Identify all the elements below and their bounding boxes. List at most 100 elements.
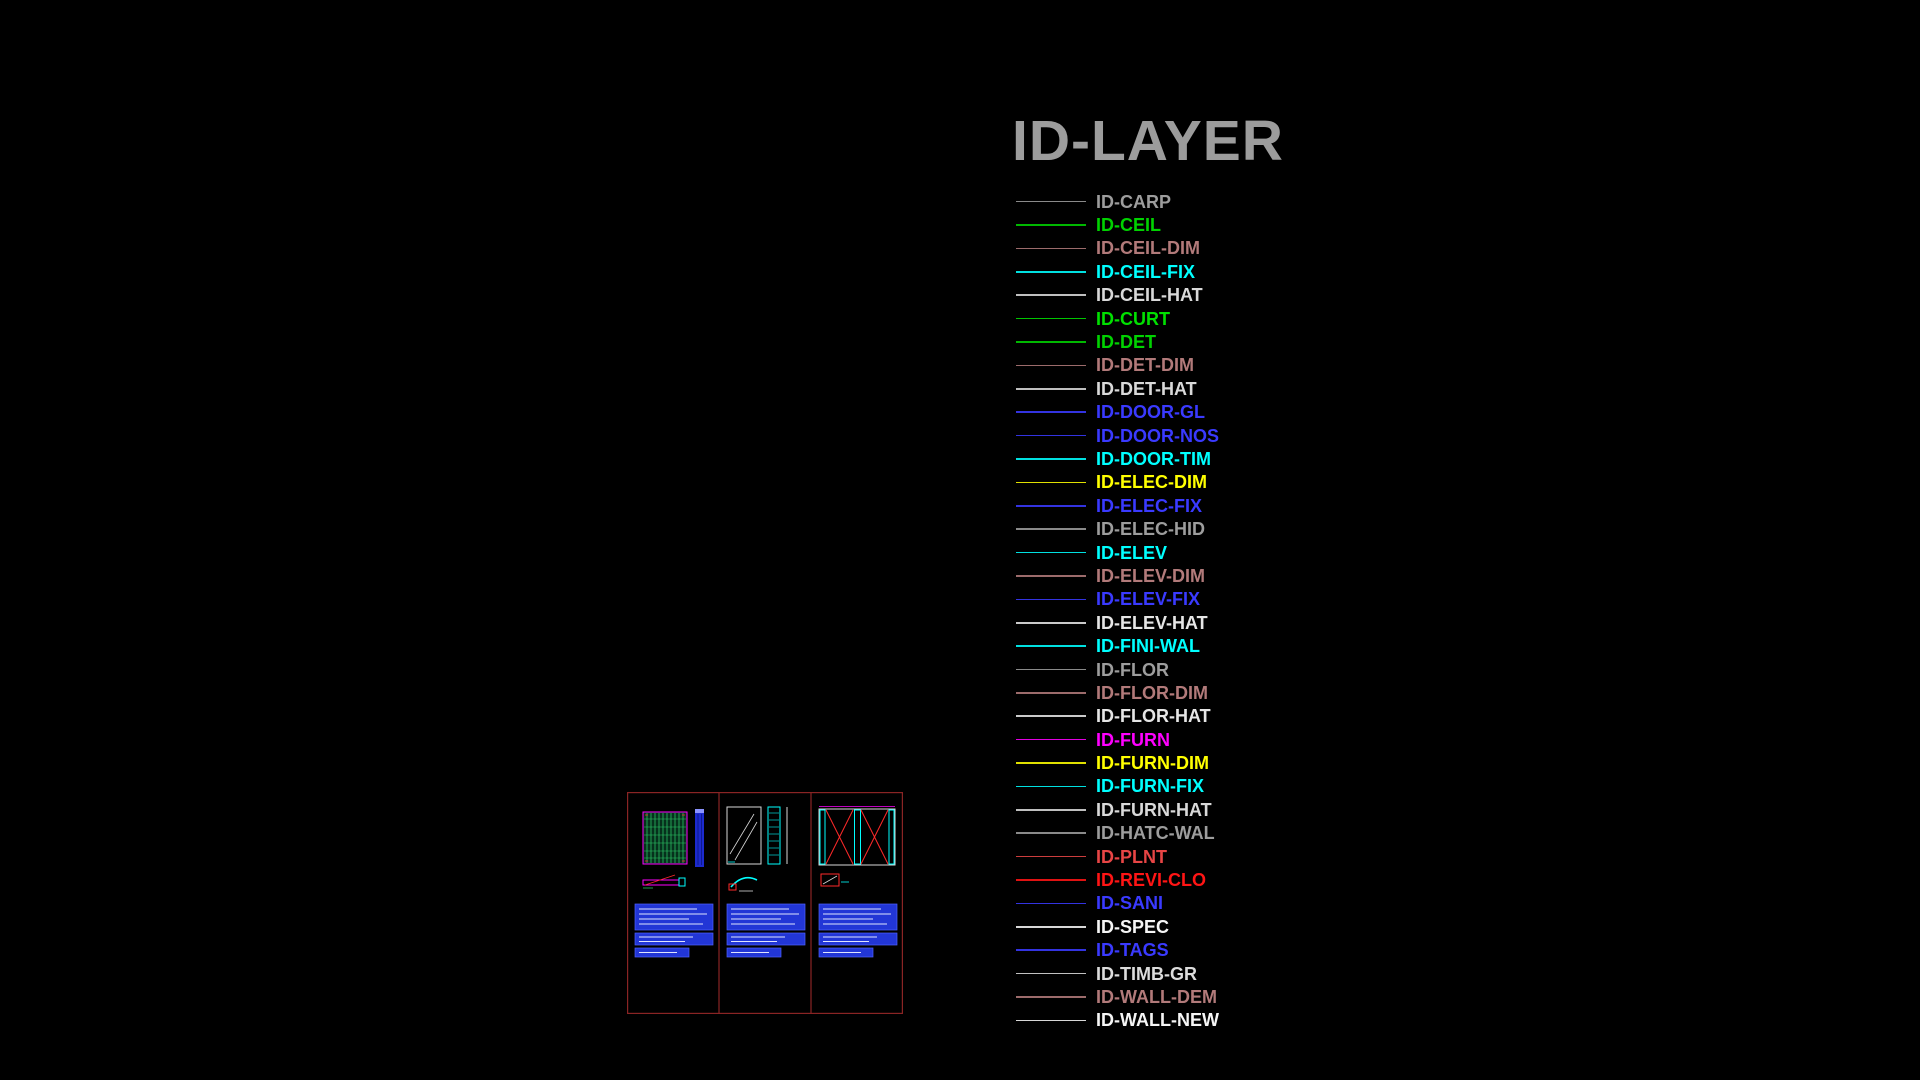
layer-row: ID-ELEV-FIX — [1016, 588, 1219, 611]
layer-name: ID-ELEC-DIM — [1096, 472, 1207, 493]
layer-color-line — [1016, 996, 1086, 998]
layer-name: ID-CEIL-DIM — [1096, 238, 1200, 259]
layer-row: ID-ELEV — [1016, 541, 1219, 564]
layer-name: ID-ELEC-FIX — [1096, 495, 1202, 516]
layer-name: ID-CURT — [1096, 308, 1170, 329]
layer-name: ID-HATC-WAL — [1096, 823, 1215, 844]
layer-color-line — [1016, 879, 1086, 881]
layer-name: ID-DOOR-GL — [1096, 402, 1205, 423]
layer-color-line — [1016, 388, 1086, 390]
layer-row: ID-TIMB-GR — [1016, 962, 1219, 985]
layer-name: ID-WALL-NEW — [1096, 1010, 1219, 1031]
layer-color-line — [1016, 926, 1086, 928]
cabinet-front-drawing — [642, 811, 688, 865]
layer-row: ID-WALL-DEM — [1016, 985, 1219, 1008]
layer-color-line — [1016, 621, 1086, 624]
layer-color-line — [1016, 551, 1086, 554]
panel-1-details — [634, 809, 714, 958]
layer-name: ID-CEIL — [1096, 215, 1161, 236]
layer-color-line — [1016, 692, 1086, 694]
layer-row: ID-ELEV-DIM — [1016, 564, 1219, 587]
layer-name: ID-ELEV-DIM — [1096, 565, 1206, 586]
layer-row: ID-CURT — [1016, 307, 1219, 330]
layer-name: ID-DOOR-NOS — [1096, 425, 1219, 446]
layer-name: ID-FLOR — [1096, 659, 1169, 680]
layer-name: ID-DET-DIM — [1096, 355, 1194, 376]
layer-row: ID-CEIL-HAT — [1016, 284, 1219, 307]
layer-name: ID-ELEC-HID — [1096, 519, 1205, 540]
layer-color-line — [1016, 224, 1086, 226]
layer-row: ID-PLNT — [1016, 845, 1219, 868]
layer-row: ID-CARP — [1016, 190, 1219, 213]
layer-name: ID-FLOR-HAT — [1096, 706, 1211, 727]
layer-row: ID-ELEC-DIM — [1016, 471, 1219, 494]
layer-name: ID-FURN — [1096, 729, 1170, 750]
layer-color-line — [1016, 1019, 1086, 1022]
door-plan-icon — [642, 874, 686, 889]
door-elevation-drawing — [818, 806, 896, 866]
layer-name: ID-DET-HAT — [1096, 378, 1197, 399]
layer-name: ID-TAGS — [1096, 940, 1169, 961]
layer-name: ID-CARP — [1096, 191, 1171, 212]
layer-color-line — [1016, 364, 1086, 367]
layer-color-line — [1016, 832, 1086, 835]
layer-color-line — [1016, 855, 1086, 858]
layer-row: ID-FLOR-HAT — [1016, 705, 1219, 728]
layer-name: ID-PLNT — [1096, 846, 1167, 867]
layer-name: ID-DOOR-TIM — [1096, 448, 1211, 469]
layer-name: ID-FLOR-DIM — [1096, 682, 1208, 703]
layer-color-line — [1016, 949, 1086, 951]
layer-row: ID-CEIL-FIX — [1016, 260, 1219, 283]
detail-sheet-frame — [627, 792, 903, 1014]
layer-name: ID-SPEC — [1096, 916, 1170, 937]
layer-color-line — [1016, 481, 1086, 484]
panel-3-details — [818, 806, 898, 958]
layer-color-line — [1016, 294, 1086, 297]
layer-name: ID-FINI-WAL — [1096, 636, 1200, 657]
layer-row: ID-HATC-WAL — [1016, 822, 1219, 845]
layer-name: ID-ELEV — [1096, 542, 1168, 563]
layer-color-line — [1016, 715, 1086, 718]
layer-name: ID-DET — [1096, 332, 1156, 353]
layer-row: ID-DOOR-GL — [1016, 401, 1219, 424]
layer-name: ID-FURN-HAT — [1096, 799, 1212, 820]
layer-name: ID-ELEV-FIX — [1096, 589, 1201, 610]
layer-color-line — [1016, 668, 1086, 671]
layer-row: ID-ELEC-HID — [1016, 517, 1219, 540]
layer-name: ID-WALL-DEM — [1096, 986, 1217, 1007]
layer-row: ID-FURN — [1016, 728, 1219, 751]
layer-name: ID-ELEV-HAT — [1096, 612, 1208, 633]
layer-color-line — [1016, 504, 1086, 507]
layer-color-line — [1016, 317, 1086, 320]
layer-row: ID-SPEC — [1016, 915, 1219, 938]
layer-row: ID-SANI — [1016, 892, 1219, 915]
layer-name: ID-FURN-FIX — [1096, 776, 1204, 797]
layer-row: ID-DET — [1016, 330, 1219, 353]
layer-row: ID-CEIL — [1016, 213, 1219, 236]
detail-drawings — [627, 792, 903, 1014]
layer-color-line — [1016, 200, 1086, 203]
layer-color-line — [1016, 785, 1086, 788]
layer-color-line — [1016, 434, 1086, 437]
layer-row: ID-WALL-NEW — [1016, 1009, 1219, 1032]
layer-name: ID-REVI-CLO — [1096, 870, 1206, 891]
layer-color-line — [1016, 458, 1086, 460]
layer-color-line — [1016, 247, 1086, 250]
layer-color-line — [1016, 809, 1086, 811]
spec-text-block — [818, 903, 898, 958]
layer-legend-list: ID-CARP ID-CEIL ID-CEIL-DIM ID-CEIL-FIX … — [1016, 190, 1219, 1032]
spec-text-block — [726, 903, 806, 958]
layer-row: ID-TAGS — [1016, 939, 1219, 962]
layer-name: ID-SANI — [1096, 893, 1163, 914]
legend-title: ID-LAYER — [1012, 109, 1284, 173]
layer-row: ID-DOOR-NOS — [1016, 424, 1219, 447]
layer-row: ID-CEIL-DIM — [1016, 237, 1219, 260]
layer-color-line — [1016, 528, 1086, 530]
layer-color-line — [1016, 902, 1086, 905]
layer-row: ID-FURN-HAT — [1016, 798, 1219, 821]
layer-row: ID-ELEV-HAT — [1016, 611, 1219, 634]
door-swing-icon — [728, 876, 758, 892]
layer-row: ID-DET-HAT — [1016, 377, 1219, 400]
layer-color-line — [1016, 411, 1086, 413]
